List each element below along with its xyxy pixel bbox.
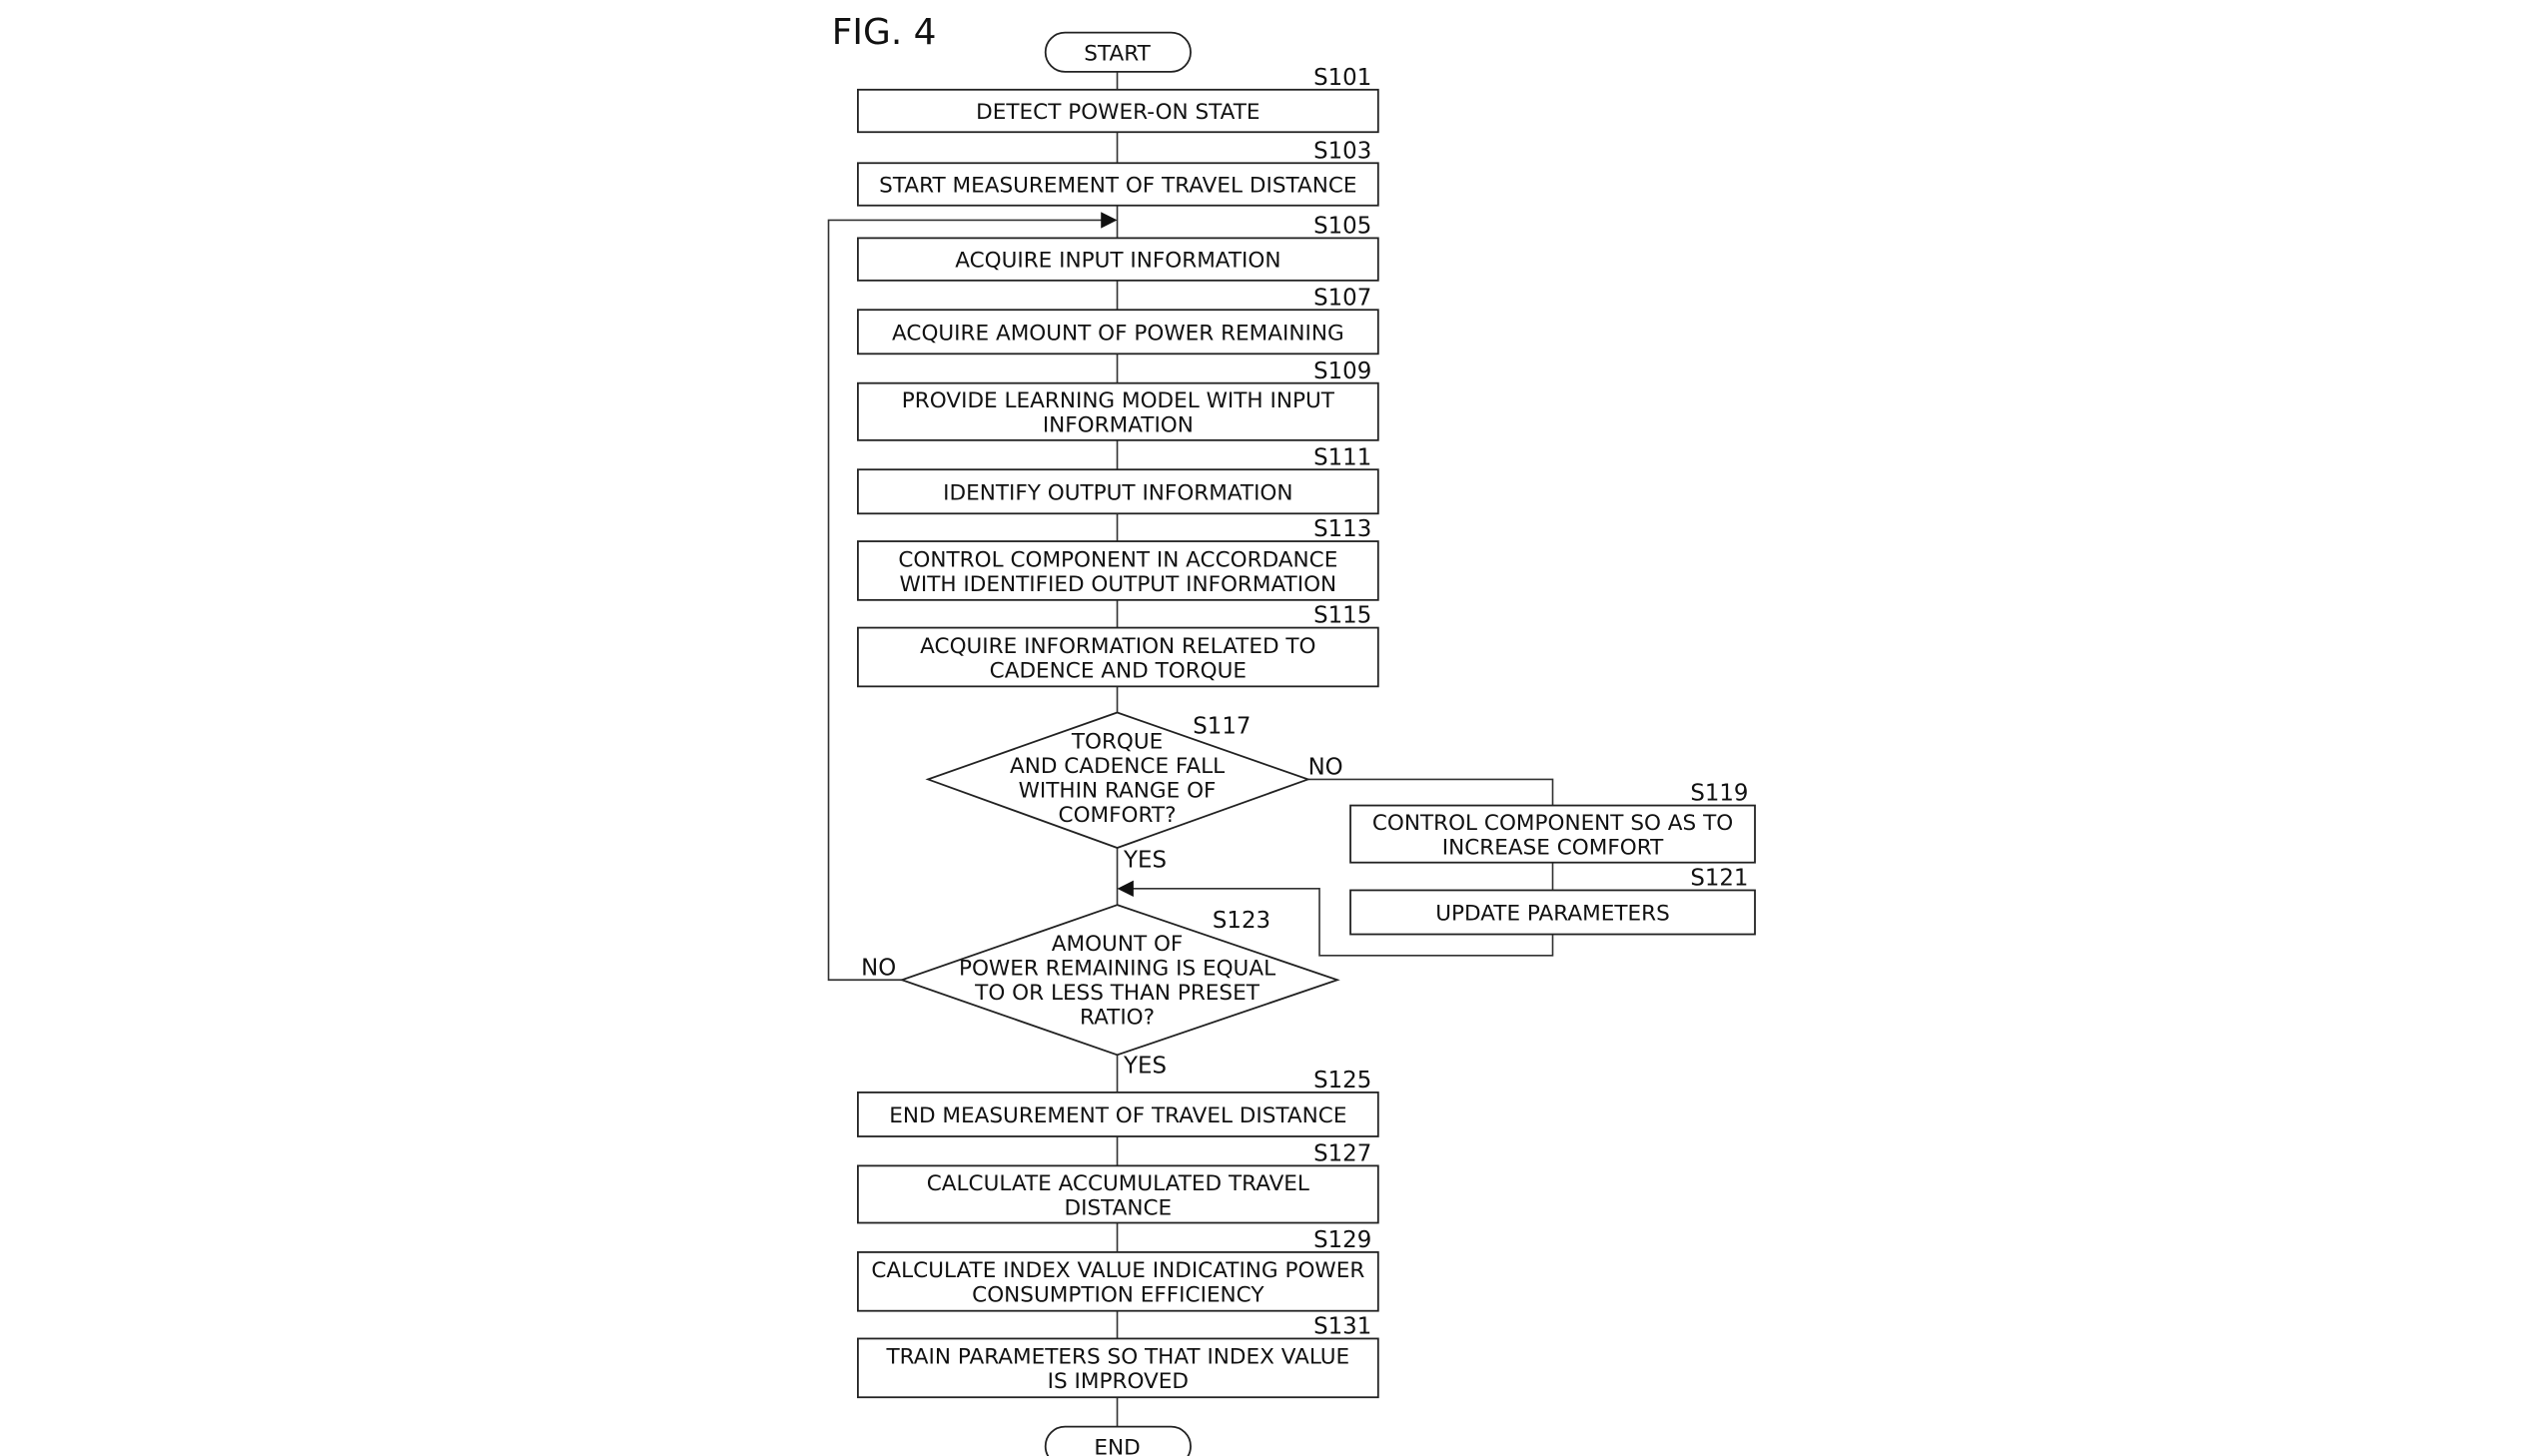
step-id: S127 [1313,1140,1371,1166]
step-id: S103 [1313,138,1371,164]
step-id: S105 [1313,213,1371,239]
step-id: S107 [1313,285,1371,311]
step-id: S115 [1313,603,1371,629]
step-text-line: INFORMATION [1043,413,1194,438]
step-id: S111 [1313,444,1371,470]
process-box [857,626,1379,688]
step-id: S113 [1313,516,1371,542]
start-label: START [1084,41,1151,66]
end-oval [1044,1425,1192,1456]
step-text-line: ACQUIRE INFORMATION RELATED TO [920,634,1315,659]
figure-label: FIG. 4 [832,12,937,53]
step-text-line: CALCULATE INDEX VALUE INDICATING POWER [871,1258,1364,1283]
step-id: S121 [1690,866,1748,892]
connectors [827,71,1554,1427]
decision-text-line: POWER REMAINING IS EQUAL [959,956,1275,981]
decision-text-line: RATIO? [1080,1005,1155,1030]
yes-label: YES [1123,1053,1167,1079]
decision-diamond [925,711,1311,849]
step-id: S123 [1213,908,1270,934]
process-box [857,381,1379,441]
step-id: S101 [1313,65,1371,91]
decision-s123: S123 AMOUNT OF POWER REMAINING IS EQUAL … [861,904,1340,1079]
decision-text-line: COMFORT? [1059,803,1177,828]
step-text-line: ACQUIRE INPUT INFORMATION [955,249,1280,274]
connector-s117-no-s119 [1307,778,1554,806]
step-id: S131 [1313,1314,1371,1340]
process-box [857,1337,1379,1399]
process-box [1349,804,1756,864]
step-text-line: UPDATE PARAMETERS [1435,902,1670,927]
no-label: NO [1308,755,1343,781]
end-label: END [1094,1435,1140,1456]
connector-s121-return [1125,888,1554,957]
step-text-line: PROVIDE LEARNING MODEL WITH INPUT [902,388,1335,413]
step-text-line: ACQUIRE AMOUNT OF POWER REMAINING [892,321,1344,346]
end-terminator: END [1044,1425,1192,1456]
step-text-line: TRAIN PARAMETERS SO THAT INDEX VALUE [886,1345,1350,1370]
step-id: S109 [1313,359,1371,384]
process-box [857,540,1379,601]
decision-diamond [899,904,1340,1057]
process-box [857,88,1379,134]
step-text-line: WITH IDENTIFIED OUTPUT INFORMATION [900,572,1337,597]
step-id: S129 [1313,1227,1371,1253]
decision-text-line: AMOUNT OF [1052,932,1184,957]
yes-label: YES [1123,848,1167,874]
step-text-line: START MEASUREMENT OF TRAVEL DISTANCE [879,174,1356,199]
decision-text-line: TORQUE [1071,729,1163,754]
arrowhead-loop-icon [1101,212,1118,229]
process-box [857,237,1379,282]
step-text-line: IDENTIFY OUTPUT INFORMATION [943,480,1292,505]
start-terminator: START [1044,31,1192,73]
step-text-line: INCREASE COMFORT [1442,836,1664,861]
step-text-line: CONTROL COMPONENT SO AS TO [1372,811,1733,836]
process-box [857,1164,1379,1224]
process-box [857,309,1379,356]
decision-text-line: AND CADENCE FALL [1010,754,1225,779]
step-id: S117 [1193,714,1251,740]
step-text-line: CADENCE AND TORQUE [990,658,1247,683]
process-box [857,1251,1379,1312]
connector-s123-no-loop [827,219,1110,982]
step-text-line: IS IMPROVED [1048,1369,1189,1394]
decision-text-line: TO OR LESS THAN PRESET [974,981,1261,1006]
process-box [1349,889,1756,936]
start-oval [1044,31,1192,73]
no-label: NO [861,955,896,981]
step-text-line: DISTANCE [1065,1195,1173,1220]
process-box [857,468,1379,515]
step-text-line: DETECT POWER-ON STATE [976,100,1260,125]
process-box [857,1092,1379,1137]
process-box [857,162,1379,207]
step-text-line: CONTROL COMPONENT IN ACCORDANCE [898,547,1337,572]
decision-text-line: WITHIN RANGE OF [1019,778,1217,803]
step-text-line: CONSUMPTION EFFICIENCY [972,1283,1264,1308]
step-id: S125 [1313,1068,1371,1093]
step-text-line: END MEASUREMENT OF TRAVEL DISTANCE [889,1103,1346,1128]
arrowhead-return-icon [1117,880,1134,897]
step-text-line: CALCULATE ACCUMULATED TRAVEL [927,1171,1309,1196]
step-id: S119 [1690,781,1748,807]
decision-s117: S117 TORQUE AND CADENCE FALL WITHIN RANG… [925,711,1343,874]
